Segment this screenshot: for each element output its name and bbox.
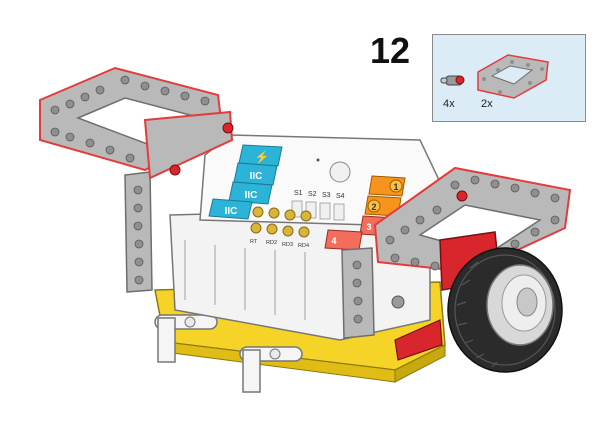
servo-label: S1 [294, 190, 303, 197]
servo-port-labels: S1 S2 S3 S4 [291, 190, 345, 221]
pad-label: RD3 [282, 242, 293, 248]
controller-button [329, 161, 351, 183]
pad-label: RT [250, 239, 258, 245]
pad-label: RD2 [266, 240, 277, 246]
pad-label: RD4 [298, 243, 309, 249]
port-number: 4 [331, 236, 336, 246]
callout-frame-illustration [477, 54, 549, 99]
servo-label: S3 [322, 192, 331, 199]
power-port: ⚡ [238, 144, 283, 167]
iic-port-2: IIC [228, 181, 273, 205]
front-leg-right [239, 346, 303, 393]
left-port-column: ⚡ IIC IIC IIC [208, 144, 283, 220]
connector-pin-red [456, 190, 468, 202]
servo-label: S2 [308, 191, 317, 198]
left-vertical-beam [124, 110, 234, 293]
step-number: 12 [370, 30, 411, 71]
port-label: IIC [225, 206, 238, 217]
port-number: 3 [366, 222, 371, 232]
gray-pin [391, 295, 405, 309]
servo-label: S4 [336, 193, 345, 200]
right-vertical-beam [341, 247, 375, 339]
front-leg-left [154, 314, 218, 363]
port-number: 1 [393, 182, 398, 192]
port-label: ⚡ [255, 150, 270, 164]
frame-quantity: 2x [481, 98, 493, 110]
motor-port-2: 2 [364, 195, 402, 217]
connector-pin-red [169, 164, 181, 176]
pin-quantity: 4x [443, 98, 455, 110]
callout-pin-illustration [440, 75, 465, 86]
lower-pad-labels: RT RD2 RD3 RD4 [250, 239, 309, 249]
motor-port-4: 4 [324, 229, 363, 251]
port-label: IIC [250, 171, 263, 182]
iic-port-1: IIC [233, 162, 278, 186]
wheel [447, 247, 563, 373]
iic-port-3: IIC [208, 198, 253, 220]
motor-port-1: 1 [368, 175, 406, 197]
port-label: IIC [245, 190, 258, 201]
connector-pin-red [222, 122, 234, 134]
gold-pin-pads [250, 206, 312, 238]
port-number: 2 [371, 202, 376, 212]
